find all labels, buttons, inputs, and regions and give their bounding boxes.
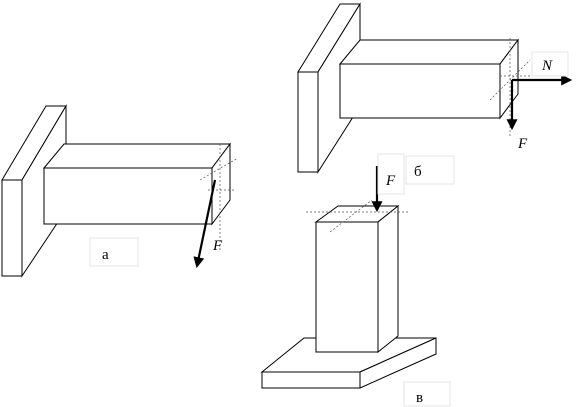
force-label-box-v [377, 153, 405, 195]
force-label-f-b: F [517, 136, 528, 152]
caption-box-a: а [89, 237, 139, 267]
force-label-v: F [385, 173, 396, 189]
caption-v: в [416, 390, 423, 406]
beam-b [338, 38, 519, 120]
force-label-a: F [212, 238, 223, 254]
caption-box-b: б [405, 155, 455, 185]
caption-box-v: в [403, 381, 451, 407]
section-axes-v [306, 199, 410, 233]
figure-v: F в [260, 153, 451, 407]
base-plate-v [260, 337, 437, 389]
caption-b: б [414, 164, 422, 180]
force-arrow-a [193, 179, 217, 269]
column-v [314, 204, 400, 354]
wall-b [297, 2, 361, 174]
figure-a: F а [1, 104, 239, 278]
beam-a [42, 142, 231, 226]
caption-a: а [102, 247, 109, 263]
figure-b: N F б [297, 2, 573, 185]
force-label-n: N [541, 58, 553, 74]
force-label-box-n [531, 51, 569, 77]
